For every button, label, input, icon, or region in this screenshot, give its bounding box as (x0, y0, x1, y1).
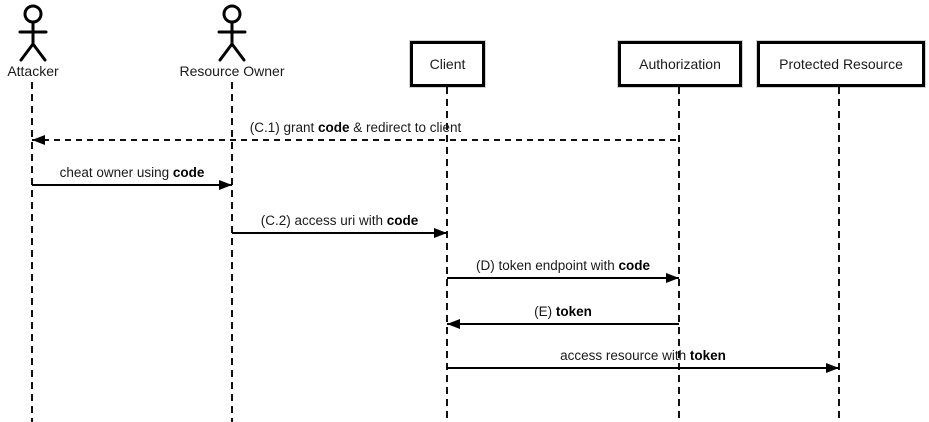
lifeline-authorization (678, 87, 680, 422)
arrowhead-right-icon (826, 363, 839, 373)
message-line (447, 323, 679, 325)
message-line (32, 139, 679, 141)
message-cheat-owner: cheat owner using code (32, 162, 232, 190)
participant-box-authorization: Authorization (618, 41, 742, 87)
actor-label: Resource Owner (179, 63, 285, 79)
message-label: (E) token (534, 304, 592, 319)
message-label: (C.1) grant code & redirect to client (249, 120, 462, 135)
lifeline-resource-owner (231, 82, 233, 422)
participant-label: Client (429, 56, 466, 72)
stick-figure-icon (18, 4, 48, 62)
message-line (232, 232, 447, 234)
message-label: (C.2) access uri with code (260, 213, 419, 228)
message-line (447, 277, 679, 279)
message-label: cheat owner using code (59, 165, 205, 180)
message-line (32, 184, 232, 186)
lifeline-protected-resource (838, 87, 840, 422)
stick-figure-icon (217, 4, 247, 62)
message-token-endpoint: (D) token endpoint with code (447, 255, 679, 283)
actor-label: Attacker (7, 63, 59, 79)
message-grant-code-redirect: (C.1) grant code & redirect to client (32, 117, 679, 145)
arrowhead-right-icon (434, 228, 447, 238)
message-token-return: (E) token (447, 301, 679, 329)
arrowhead-left-icon (32, 135, 45, 145)
message-label: (D) token endpoint with code (475, 258, 651, 273)
actor-resource-owner: Resource Owner (152, 3, 312, 79)
participant-label: Protected Resource (779, 56, 903, 72)
arrowhead-left-icon (447, 319, 460, 329)
arrowhead-right-icon (666, 273, 679, 283)
message-access-uri: (C.2) access uri with code (232, 210, 447, 238)
participant-box-protected-resource: Protected Resource (757, 41, 925, 87)
message-line (447, 367, 839, 369)
message-label: access resource with token (560, 348, 726, 363)
participant-label: Authorization (639, 56, 721, 72)
message-access-resource: access resource with token (447, 345, 839, 373)
arrowhead-right-icon (219, 180, 232, 190)
actor-attacker: Attacker (0, 3, 113, 79)
lifeline-client (446, 87, 448, 422)
participant-box-client: Client (410, 41, 485, 87)
lifeline-attacker (31, 82, 33, 422)
